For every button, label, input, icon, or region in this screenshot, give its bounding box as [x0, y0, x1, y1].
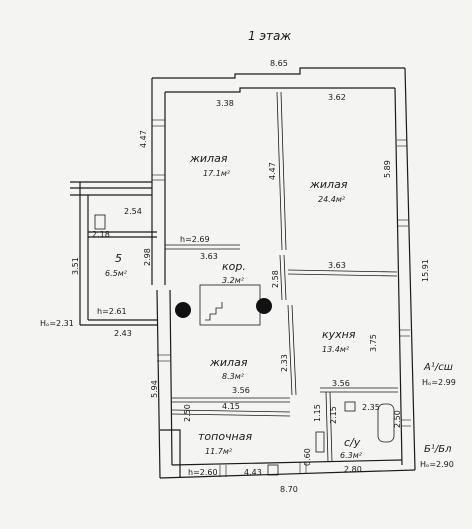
dim-top-right: 3.62: [328, 93, 346, 102]
dim-living-kitchen-w: 3.63: [328, 261, 346, 270]
dim-bottom-total: 8.70: [280, 485, 298, 494]
room-area: 3.2м²: [222, 276, 245, 285]
stove-right-icon: [256, 298, 272, 314]
dim-lower-corr: 4.15: [222, 402, 240, 411]
dim-corr-left-h: 2.98: [143, 248, 152, 266]
bathtub-icon: [377, 403, 395, 443]
dim-boiler-h: 2.50: [183, 404, 192, 422]
dim-left-lower: 5.94: [150, 380, 159, 398]
annex-a-height: Hₒ=2.99: [422, 378, 456, 387]
dim-wc-w: 2.35: [362, 403, 380, 412]
plan-title: 1 этаж: [248, 29, 291, 43]
dim-wc-door: 0.60: [303, 448, 312, 466]
room-name: жилая: [209, 356, 248, 369]
dim-top-total: 8.65: [270, 59, 288, 68]
dim-corr-right-h: 2.58: [271, 270, 280, 288]
dim-left-upper: 4.47: [139, 130, 148, 148]
room-area: 8.3м²: [222, 372, 245, 381]
room-name: жилая: [309, 178, 348, 191]
dim-boiler-w: 4.43: [244, 468, 262, 477]
room-area: 6.3м²: [340, 451, 363, 460]
room-name: кухня: [322, 328, 356, 341]
room-area: 24.4м²: [318, 195, 346, 204]
dim-kitchen-h: 3.75: [369, 334, 378, 352]
dim-left-room-h: 4.47: [268, 162, 277, 180]
dim-vest-h: 3.51: [71, 257, 80, 275]
room-name: кор.: [222, 260, 246, 273]
room-area: 17.1м²: [203, 169, 231, 178]
dim-kitchen-w: 3.56: [332, 379, 350, 388]
dim-vest-w: 2.43: [114, 329, 132, 338]
dim-wc-bottom: 2.80: [344, 465, 362, 474]
dim-porch-width: 2.54: [124, 207, 142, 216]
room-area: 6.5м²: [105, 269, 128, 278]
room-area: 11.7м²: [205, 447, 233, 456]
dim-corridor-w: 3.63: [200, 252, 218, 261]
dim-small-w: 3.56: [232, 386, 250, 395]
room-area: 13.4м²: [322, 345, 350, 354]
room-name: топочная: [198, 430, 252, 443]
stove-left-icon: [175, 302, 191, 318]
dim-wc-side: 2.50: [393, 410, 402, 428]
dim-height-3: h=2.60: [188, 468, 218, 477]
dim-wc-h1: 2.15: [329, 406, 338, 424]
sink-icon: [344, 401, 356, 412]
porch: [70, 181, 157, 326]
room-name: жилая: [189, 152, 228, 165]
window-marks: [152, 119, 411, 477]
dim-right-upper: 5.89: [383, 160, 392, 178]
dim-top-left: 3.38: [216, 99, 234, 108]
dim-height-2: h=2.61: [97, 307, 127, 316]
annex-b-height: Hₒ=2.90: [420, 460, 454, 469]
dim-small-h: 2.33: [280, 354, 289, 372]
dim-outer-height-left: Hₒ=2.31: [40, 319, 74, 328]
room-name: с/у: [344, 436, 361, 449]
annex-b-label: Б¹/Бл: [424, 444, 452, 455]
boiler-icon: [267, 464, 279, 476]
dim-height-1: h=2.69: [180, 235, 210, 244]
room-name: 5: [115, 252, 122, 265]
dim-right-total: 15.91: [421, 259, 430, 282]
interior-walls: [165, 91, 398, 463]
dim-porch-depth: 2.18: [92, 230, 110, 239]
heater-icon: [315, 431, 325, 453]
annex-a-label: А¹/сш: [423, 362, 453, 373]
dim-wc-h2: 1.15: [313, 404, 322, 422]
